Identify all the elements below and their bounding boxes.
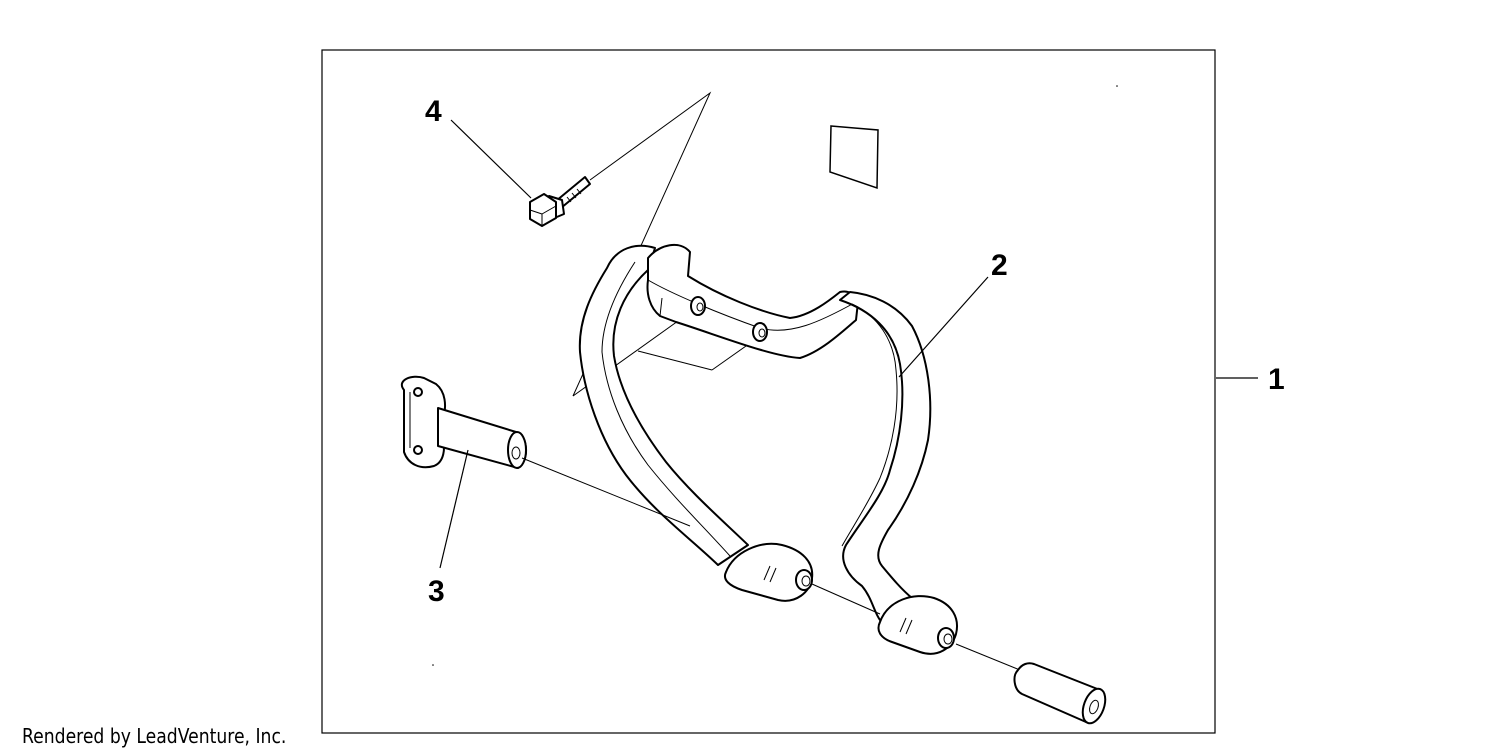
render-credit: Rendered by LeadVenture, Inc. [22,724,287,748]
instruction-sheet [829,125,879,190]
guard-bar-part [578,243,958,655]
speck [432,664,434,666]
spacer-part [1013,662,1107,725]
guard-bar-leader-line [898,276,989,378]
diagram-frame [321,49,1216,734]
collar-leader-line [439,449,469,569]
collar-install-lines [521,457,1021,671]
callout-2-guard-bar: 2 [991,249,1008,282]
speck [1116,85,1118,87]
callout-1-kit: 1 [1268,363,1285,396]
callout-4-bolt: 4 [425,95,442,128]
collar-part [401,375,527,469]
bolt-leader-line [450,119,532,199]
callout-3-collar: 3 [428,575,445,608]
bolt-part [529,176,591,227]
